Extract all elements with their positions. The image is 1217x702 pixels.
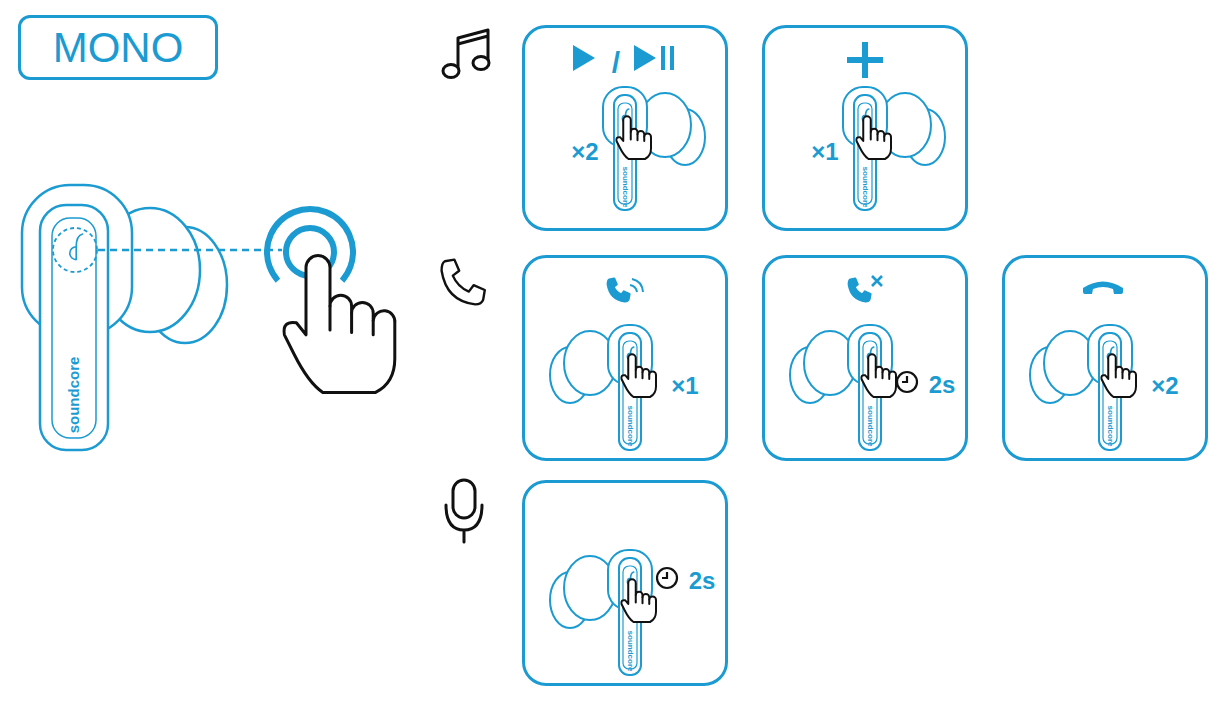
panel-illustration [1030,325,1136,450]
phone-icon [608,279,630,301]
mode-title-box: MONO [18,15,218,80]
hangup-icon [1083,282,1123,295]
ringing-waves [630,279,643,292]
play-icon [634,45,656,71]
gesture-label: ×1 [671,374,698,398]
mode-title: MONO [53,27,184,69]
brand-label: soundcore [866,406,874,447]
clock-icon [657,568,677,588]
gesture-panel: 2s [762,255,968,461]
hand-outline [616,116,651,159]
gesture-label: ×2 [1151,374,1178,398]
play-icon [573,45,595,71]
music-note-head [443,65,459,78]
clock-hands [902,376,907,382]
hand-finger-lines [330,306,373,335]
earbud-stem [40,205,108,450]
brand-label: soundcore [861,167,869,208]
pointing-hand [621,579,656,622]
leader-dashed [98,249,282,252]
hand-finger-lines [636,595,650,604]
clock-icon [897,372,917,392]
clock-hands [662,572,667,578]
hand-finger-lines [876,370,890,379]
hand-outline [621,354,656,397]
panel-illustration [603,87,705,210]
logo-mark [70,234,83,260]
music-note-head [473,57,489,70]
gesture-panel: 2s [522,480,728,686]
mic-stand [446,505,482,542]
hand-outline [284,256,395,393]
earbud-stem-inner [52,218,96,438]
phone-icon [442,260,485,305]
gesture-panel: ×1 [522,255,728,461]
gesture-label: / [612,48,620,78]
pointing-hand [856,116,891,159]
pointing-hand [861,354,896,397]
hand-outline [621,579,656,622]
touch-area [53,228,97,272]
brand-label: soundcore [66,357,81,434]
panel-illustration [550,325,656,450]
gesture-label: 2s [689,569,716,593]
brand-label: soundcore [1106,406,1114,447]
pointing-hand [1101,354,1136,397]
brand-label: soundcore [621,167,629,208]
volume-up-icon [847,42,883,78]
gesture-label: ×2 [571,140,598,164]
gesture-panel: ×2 [1002,255,1208,461]
gesture-label: ×1 [811,140,838,164]
mic-icon [453,480,475,518]
hand-finger-lines [1116,370,1130,379]
brand-label: soundcore [626,631,634,672]
pause-icon [663,46,672,70]
pointing-hand [621,354,656,397]
hand-finger-lines [636,370,650,379]
earbud [843,87,945,210]
gesture-label: 2s [929,373,956,397]
hand-finger-lines [871,132,885,141]
earbud [603,87,705,210]
hand-finger-lines [631,132,645,141]
phone-icon [849,279,871,301]
reject-cross [872,276,882,286]
hand-outline [1101,354,1136,397]
pointing-hand [284,256,395,393]
hand-outline [856,116,891,159]
panel-illustration [550,550,656,675]
panel-illustration [790,325,896,450]
hand-outline [861,354,896,397]
large-earbud [22,185,227,450]
brand-label: soundcore [626,406,634,447]
pointing-hand [616,116,651,159]
panel-illustration [843,87,945,210]
music-icon [458,30,488,70]
